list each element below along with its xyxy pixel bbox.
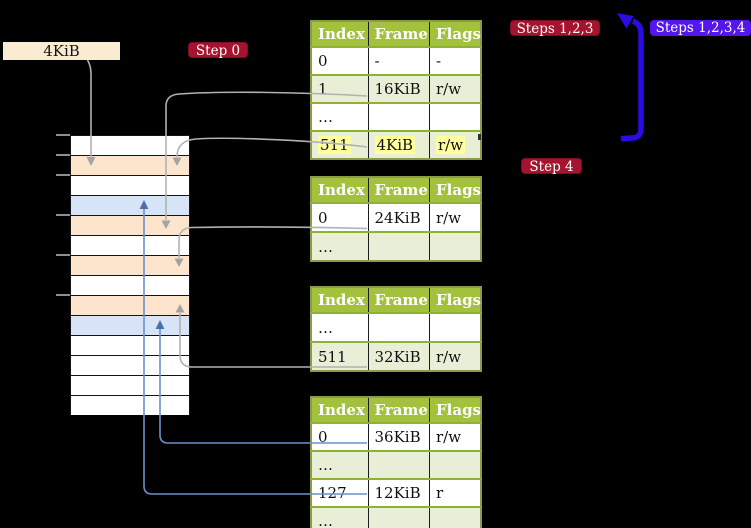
table-cell	[429, 231, 481, 261]
table-row: 511 4KiB r/w	[311, 130, 481, 159]
highlighted-value: 4KiB	[374, 136, 416, 154]
memory-tick	[56, 134, 70, 136]
column-header: Index	[311, 397, 368, 424]
table-cell	[429, 450, 481, 479]
big-loop-arrow	[620, 18, 644, 142]
table-row: …	[311, 102, 481, 131]
connector-stub	[478, 134, 481, 140]
highlighted-value: r/w	[436, 136, 466, 154]
table-cell	[429, 313, 481, 342]
frame-size-label: 4KiB	[3, 42, 120, 60]
table-row: …	[311, 450, 481, 479]
memory-frame-row	[71, 296, 189, 316]
badge-steps-1-2-3: Steps 1,2,3	[510, 20, 600, 37]
table-row: 0--	[311, 47, 481, 75]
table-cell: 511	[311, 130, 368, 159]
memory-frame-row	[71, 176, 189, 196]
table-cell	[367, 231, 430, 261]
table-cell	[429, 506, 481, 528]
table-cell: 0	[311, 203, 368, 232]
memory-frame-row	[71, 236, 189, 256]
memory-tick	[56, 294, 70, 296]
memory-frame-row	[71, 256, 189, 276]
column-header: Index	[311, 287, 368, 314]
physical-memory-column	[70, 135, 190, 415]
table-cell: r/w	[429, 423, 481, 451]
big-loop-arrowhead-icon	[617, 13, 634, 29]
column-header: Frame	[367, 397, 430, 424]
column-header: Frame	[367, 21, 430, 48]
table-cell: 12KiB	[367, 478, 430, 507]
memory-frame-row	[71, 396, 189, 415]
column-header: Index	[311, 21, 368, 48]
table-cell	[429, 102, 481, 131]
column-header: Flags	[429, 177, 481, 204]
column-header: Flags	[429, 287, 481, 314]
column-header: Frame	[367, 287, 430, 314]
table-cell: …	[311, 102, 368, 131]
table-cell: -	[429, 47, 481, 75]
table-cell: r/w	[429, 130, 481, 159]
memory-frame-row	[71, 156, 189, 176]
table-cell: …	[311, 313, 368, 342]
memory-tick	[56, 254, 70, 256]
memory-frame-row	[71, 276, 189, 296]
table-cell	[367, 506, 430, 528]
table-cell: …	[311, 506, 368, 528]
highlighted-value: 511	[318, 136, 351, 154]
column-header: Flags	[429, 21, 481, 48]
table-cell: 4KiB	[367, 130, 430, 159]
table-cell: 32KiB	[367, 341, 430, 371]
memory-frame-row	[71, 216, 189, 236]
table-row: …	[311, 231, 481, 261]
badge-step-4: Step 4	[521, 158, 582, 175]
table-cell: 1	[311, 74, 368, 103]
table-cell	[367, 102, 430, 131]
column-header: Flags	[429, 397, 481, 424]
badge-steps-1-2-3-4: Steps 1,2,3,4	[650, 20, 751, 36]
table-cell: r/w	[429, 74, 481, 103]
table-cell: r/w	[429, 341, 481, 371]
column-header: Frame	[367, 177, 430, 204]
table-cell: …	[311, 231, 368, 261]
table-cell: 36KiB	[367, 423, 430, 451]
table-cell: r/w	[429, 203, 481, 232]
memory-frame-row	[71, 136, 189, 156]
table-cell: 16KiB	[367, 74, 430, 103]
memory-frame-row	[71, 336, 189, 356]
memory-frame-row	[71, 196, 189, 216]
table-cell	[367, 313, 430, 342]
table-cell: 0	[311, 47, 368, 75]
table-cell: 511	[311, 341, 368, 371]
table-row: …	[311, 506, 481, 528]
table-cell: r	[429, 478, 481, 507]
table-cell	[367, 450, 430, 479]
table-cell: …	[311, 450, 368, 479]
table-cell: 24KiB	[367, 203, 430, 232]
memory-frame-row	[71, 376, 189, 396]
table-cell: 127	[311, 478, 368, 507]
badge-step-0: Step 0	[188, 42, 248, 59]
memory-frame-row	[71, 356, 189, 376]
memory-tick	[56, 214, 70, 216]
memory-tick	[56, 174, 70, 176]
table-cell: -	[367, 47, 430, 75]
column-header: Index	[311, 177, 368, 204]
memory-tick	[56, 154, 70, 156]
memory-frame-row	[71, 316, 189, 336]
table-cell: 0	[311, 423, 368, 451]
table-row: …	[311, 313, 481, 342]
